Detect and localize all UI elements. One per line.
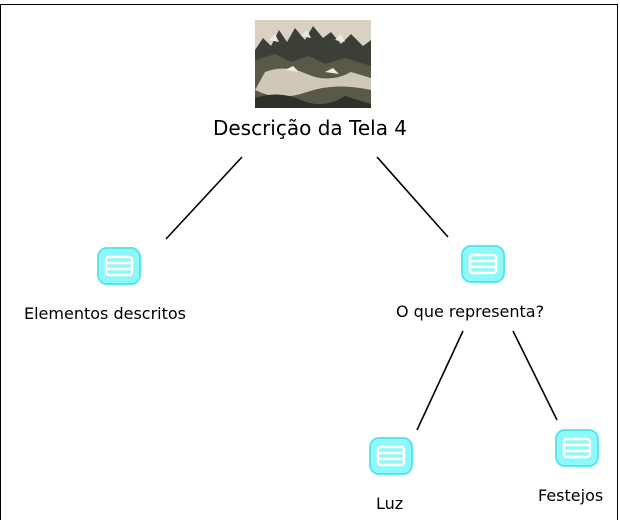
- node-label-festejos[interactable]: Festejos: [538, 486, 604, 505]
- node-label-elementos-descritos[interactable]: Elementos descritos: [24, 304, 187, 323]
- topic-list-icon[interactable]: [460, 244, 506, 284]
- root-topic-label[interactable]: Descrição da Tela 4: [212, 116, 408, 140]
- node-label-luz[interactable]: Luz: [376, 494, 404, 513]
- connector-root-elementos: [165, 156, 243, 240]
- connector-representa-luz: [416, 330, 464, 431]
- connector-root-representa: [376, 156, 449, 238]
- topic-list-icon[interactable]: [368, 436, 414, 476]
- diagram-frame: [0, 4, 618, 520]
- node-label-o-que-representa[interactable]: O que representa?: [396, 302, 545, 321]
- landscape-painting-thumbnail[interactable]: [255, 20, 371, 108]
- topic-list-icon[interactable]: [96, 246, 142, 286]
- connector-representa-festejos: [512, 330, 558, 421]
- topic-list-icon[interactable]: [554, 428, 600, 468]
